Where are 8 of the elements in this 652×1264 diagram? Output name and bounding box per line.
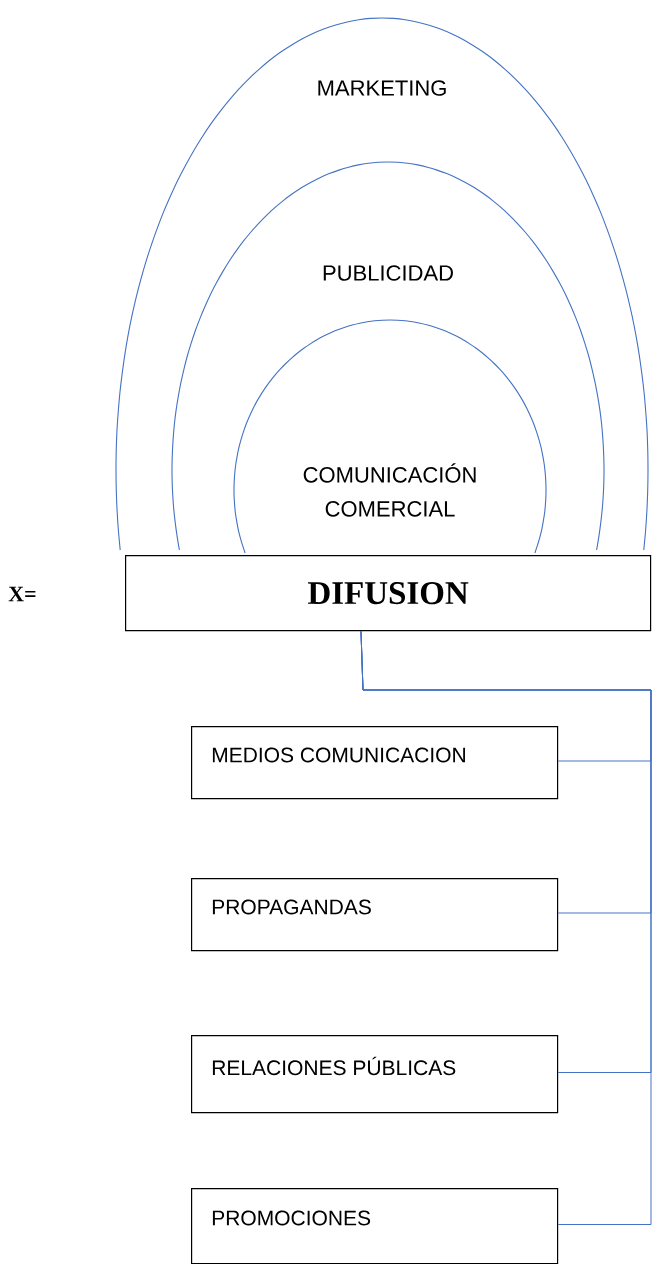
title-box: DIFUSION <box>125 555 652 632</box>
item-box: MEDIOS COMUNICACION <box>191 726 559 800</box>
arch: COMUNICACIÓN COMERCIAL <box>233 319 547 554</box>
item-box: PROPAGANDAS <box>191 878 559 952</box>
equation-label: X= <box>8 586 36 602</box>
connector <box>360 630 652 1225</box>
item-box: PROMOCIONES <box>191 1188 559 1264</box>
item-box: RELACIONES PÚBLICAS <box>191 1035 559 1114</box>
